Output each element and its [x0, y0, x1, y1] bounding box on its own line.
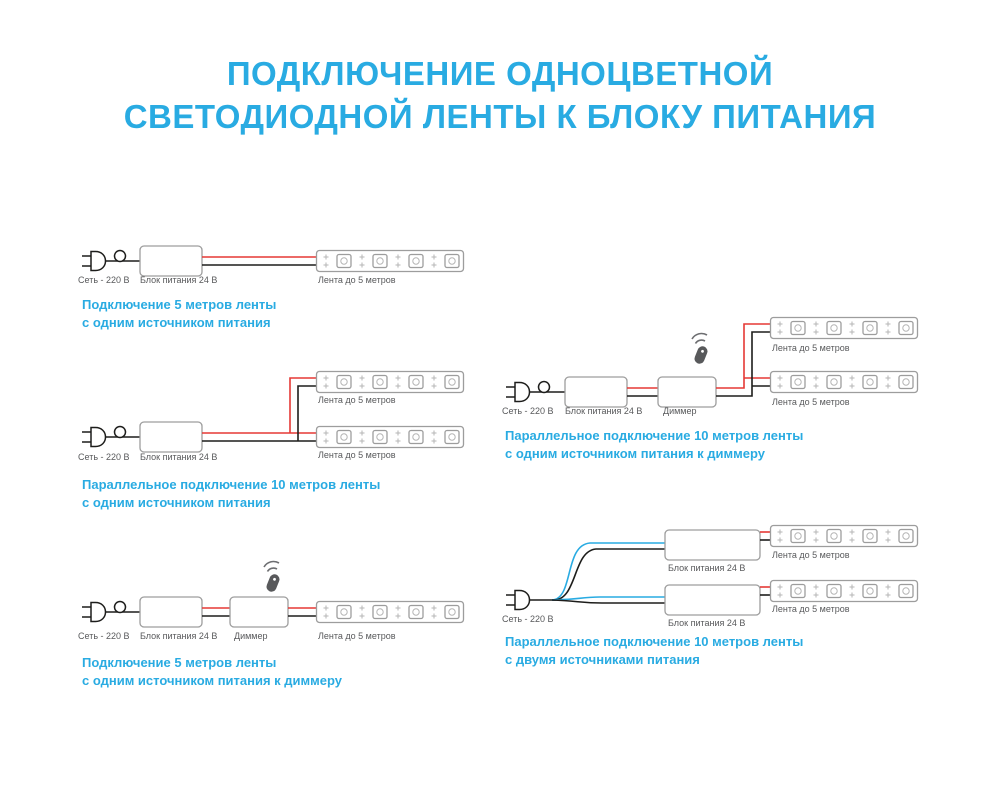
- dimmer-label: Диммер: [234, 631, 268, 641]
- page-title-line2: СВЕТОДИОДНОЙ ЛЕНТЫ К БЛОКУ ПИТАНИЯ: [123, 98, 877, 135]
- diagram-caption: с одним источником питания к диммеру: [82, 673, 342, 688]
- plug-icon: [81, 426, 107, 448]
- diagram-caption: с двумя источниками питания: [505, 652, 700, 667]
- plug-icon: [81, 250, 107, 272]
- cord-loop: [113, 249, 127, 263]
- diagram-caption: с одним источником питания: [82, 315, 271, 330]
- dimmer-box: [657, 376, 717, 408]
- psu-box: [139, 421, 203, 453]
- diagram-4: [505, 316, 919, 408]
- diagram-caption: Параллельное подключение 10 метров ленты: [505, 634, 804, 649]
- psu-label: Блок питания 24 В: [140, 275, 218, 285]
- dimmer-label: Диммер: [663, 406, 697, 416]
- cord-loop: [113, 425, 127, 439]
- led-strip-icon: [315, 249, 465, 273]
- mains-label: Сеть - 220 В: [78, 275, 130, 285]
- diagram-caption: Подключение 5 метров ленты: [82, 655, 277, 670]
- diagram-1: [81, 245, 465, 277]
- mains-label: Сеть - 220 В: [502, 406, 554, 416]
- diagram-caption: Параллельное подключение 10 метров ленты: [505, 428, 804, 443]
- led-strip-icon: [315, 600, 465, 624]
- led-strip-icon: [315, 370, 465, 394]
- mains-label: Сеть - 220 В: [78, 631, 130, 641]
- diagram-5: [505, 524, 919, 616]
- led-strip-icon: [769, 370, 919, 394]
- diagram-3: [81, 560, 465, 628]
- cord-loop: [537, 380, 551, 394]
- led-strip-icon: [769, 579, 919, 603]
- psu-box: [139, 596, 203, 628]
- strip-label: Лента до 5 метров: [318, 395, 396, 405]
- page-title: ПОДКЛЮЧЕНИЕ ОДНОЦВЕТНОЙ СВЕТОДИОДНОЙ ЛЕН…: [0, 52, 1000, 138]
- wire-red: [202, 377, 316, 434]
- psu-box: [664, 584, 761, 616]
- psu-label: Блок питания 24 В: [140, 631, 218, 641]
- wire-black: [202, 385, 316, 442]
- led-strip-icon: [769, 524, 919, 548]
- dimmer-box: [229, 596, 289, 628]
- plug-icon: [505, 589, 531, 611]
- strip-label: Лента до 5 метров: [772, 550, 850, 560]
- strip-label: Лента до 5 метров: [772, 604, 850, 614]
- wire-blue: [551, 596, 665, 601]
- wire-blue: [551, 542, 665, 601]
- psu-label: Блок питания 24 В: [140, 452, 218, 462]
- strip-label: Лента до 5 метров: [318, 631, 396, 641]
- strip-label: Лента до 5 метров: [318, 275, 396, 285]
- diagram-caption: Параллельное подключение 10 метров ленты: [82, 477, 381, 492]
- plug-icon: [81, 601, 107, 623]
- psu-box: [139, 245, 203, 277]
- wire-black: [716, 331, 770, 397]
- wire-red: [716, 323, 770, 389]
- diagram-caption: Подключение 5 метров ленты: [82, 297, 277, 312]
- cord-loop: [113, 600, 127, 614]
- mains-label: Сеть - 220 В: [502, 614, 554, 624]
- page-title-line1: ПОДКЛЮЧЕНИЕ ОДНОЦВЕТНОЙ: [226, 55, 774, 92]
- wire-black: [551, 548, 665, 601]
- plug-icon: [505, 381, 531, 403]
- psu-box: [664, 529, 761, 561]
- psu-label: Блок питания 24 В: [668, 618, 746, 628]
- remote-control-icon: [263, 560, 282, 595]
- remote-control-icon: [691, 332, 710, 367]
- psu-label: Блок питания 24 В: [668, 563, 746, 573]
- strip-label: Лента до 5 метров: [772, 343, 850, 353]
- diagram-caption: с одним источником питания к диммеру: [505, 446, 765, 461]
- diagram-2: [81, 370, 465, 453]
- psu-box: [564, 376, 628, 408]
- diagram-caption: с одним источником питания: [82, 495, 271, 510]
- led-strip-icon: [769, 316, 919, 340]
- psu-label: Блок питания 24 В: [565, 406, 643, 416]
- strip-label: Лента до 5 метров: [772, 397, 850, 407]
- strip-label: Лента до 5 метров: [318, 450, 396, 460]
- mains-label: Сеть - 220 В: [78, 452, 130, 462]
- led-strip-icon: [315, 425, 465, 449]
- wire-black: [551, 599, 665, 604]
